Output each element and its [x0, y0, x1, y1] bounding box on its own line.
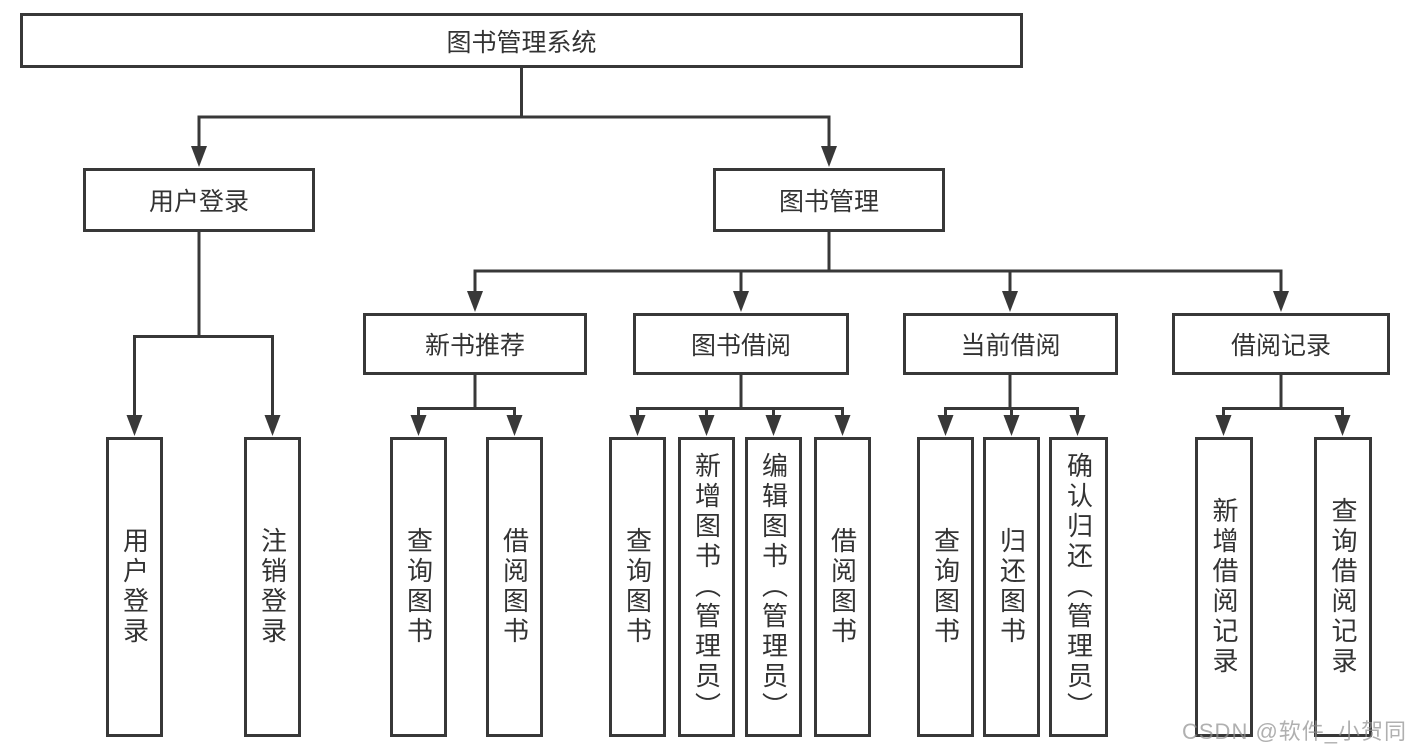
arrow-down-icon: [264, 415, 281, 436]
arrow-down-icon: [629, 415, 646, 436]
arrow-down-icon: [834, 415, 851, 436]
node-library-management-system: 图书管理系统: [20, 13, 1023, 68]
arrow-down-icon: [1334, 415, 1351, 436]
connector-currentborrow-to-leaves: [944, 375, 1079, 416]
node-borrowing-records: 借阅记录: [1172, 313, 1390, 375]
node-label: 图书管理: [778, 188, 879, 216]
arrow-down-icon: [126, 415, 143, 436]
leaf-user-login: 用户登录: [106, 437, 163, 737]
node-label: 当前借阅: [960, 332, 1061, 360]
leaf-edit-books-admin: 编辑图书（管理员）: [745, 437, 802, 737]
leaf-add-borrow-record: 新增借阅记录: [1195, 437, 1253, 737]
node-label: 图书管理系统: [446, 28, 597, 57]
node-label: 借阅图书: [499, 527, 530, 647]
arrow-down-icon: [191, 146, 207, 167]
arrow-down-icon: [1215, 415, 1232, 436]
node-label: 用户登录: [148, 188, 249, 216]
node-label: 查询借阅记录: [1328, 497, 1358, 677]
leaf-query-books-3: 查询图书: [917, 437, 974, 737]
leaf-query-books-2: 查询图书: [609, 437, 666, 737]
arrow-down-icon: [821, 146, 837, 167]
connector-userlogin-to-leaves: [133, 232, 274, 416]
node-label: 用户登录: [119, 527, 150, 647]
arrow-down-icon: [506, 415, 523, 436]
node-label: 查询图书: [622, 527, 653, 647]
leaf-borrow-books: 借阅图书: [486, 437, 543, 737]
arrow-down-icon: [1069, 415, 1086, 436]
node-label: 注销登录: [257, 527, 288, 647]
arrow-down-icon: [1273, 291, 1289, 312]
leaf-borrow-books-2: 借阅图书: [814, 437, 871, 737]
leaf-add-books-admin: 新增图书（管理员）: [678, 437, 735, 737]
csdn-watermark: CSDN @软件_小贺同学: [1182, 719, 1405, 744]
node-label: 编辑图书（管理员）: [758, 452, 789, 722]
connector-records-to-leaves: [1222, 375, 1344, 416]
arrow-down-icon: [733, 291, 749, 312]
node-new-book-recommend: 新书推荐: [363, 313, 587, 375]
node-label: 新增图书（管理员）: [691, 452, 722, 722]
node-label: 图书借阅: [690, 332, 791, 360]
leaf-confirm-return-admin: 确认归还（管理员）: [1049, 437, 1108, 737]
node-label: 查询图书: [403, 527, 434, 647]
arrow-down-icon: [1002, 291, 1018, 312]
arrow-down-icon: [937, 415, 954, 436]
node-label: 查询图书: [930, 527, 961, 647]
node-label: 借阅记录: [1230, 332, 1331, 360]
leaf-logout: 注销登录: [244, 437, 301, 737]
leaf-query-books: 查询图书: [390, 437, 447, 737]
leaf-return-books: 归还图书: [983, 437, 1040, 737]
node-label: 归还图书: [996, 527, 1027, 647]
node-user-login: 用户登录: [83, 168, 315, 232]
node-label: 新增借阅记录: [1209, 497, 1239, 677]
node-label: 确认归还（管理员）: [1063, 452, 1094, 722]
leaf-query-borrow-record: 查询借阅记录: [1314, 437, 1372, 737]
arrow-down-icon: [1003, 415, 1020, 436]
connector-bookmgmt-to-level3: [473, 232, 1283, 292]
node-label: 借阅图书: [827, 527, 858, 647]
arrow-down-icon: [410, 415, 427, 436]
arrow-down-icon: [698, 415, 715, 436]
arrow-down-icon: [765, 415, 782, 436]
node-book-management: 图书管理: [713, 168, 945, 232]
node-book-borrowing: 图书借阅: [633, 313, 849, 375]
arrow-down-icon: [467, 291, 483, 312]
connector-bookborrow-to-leaves: [636, 375, 844, 416]
node-current-borrowing: 当前借阅: [903, 313, 1118, 375]
node-label: 新书推荐: [424, 332, 525, 360]
connector-root-to-level2: [197, 68, 831, 147]
connector-newbook-to-leaves: [417, 375, 516, 416]
